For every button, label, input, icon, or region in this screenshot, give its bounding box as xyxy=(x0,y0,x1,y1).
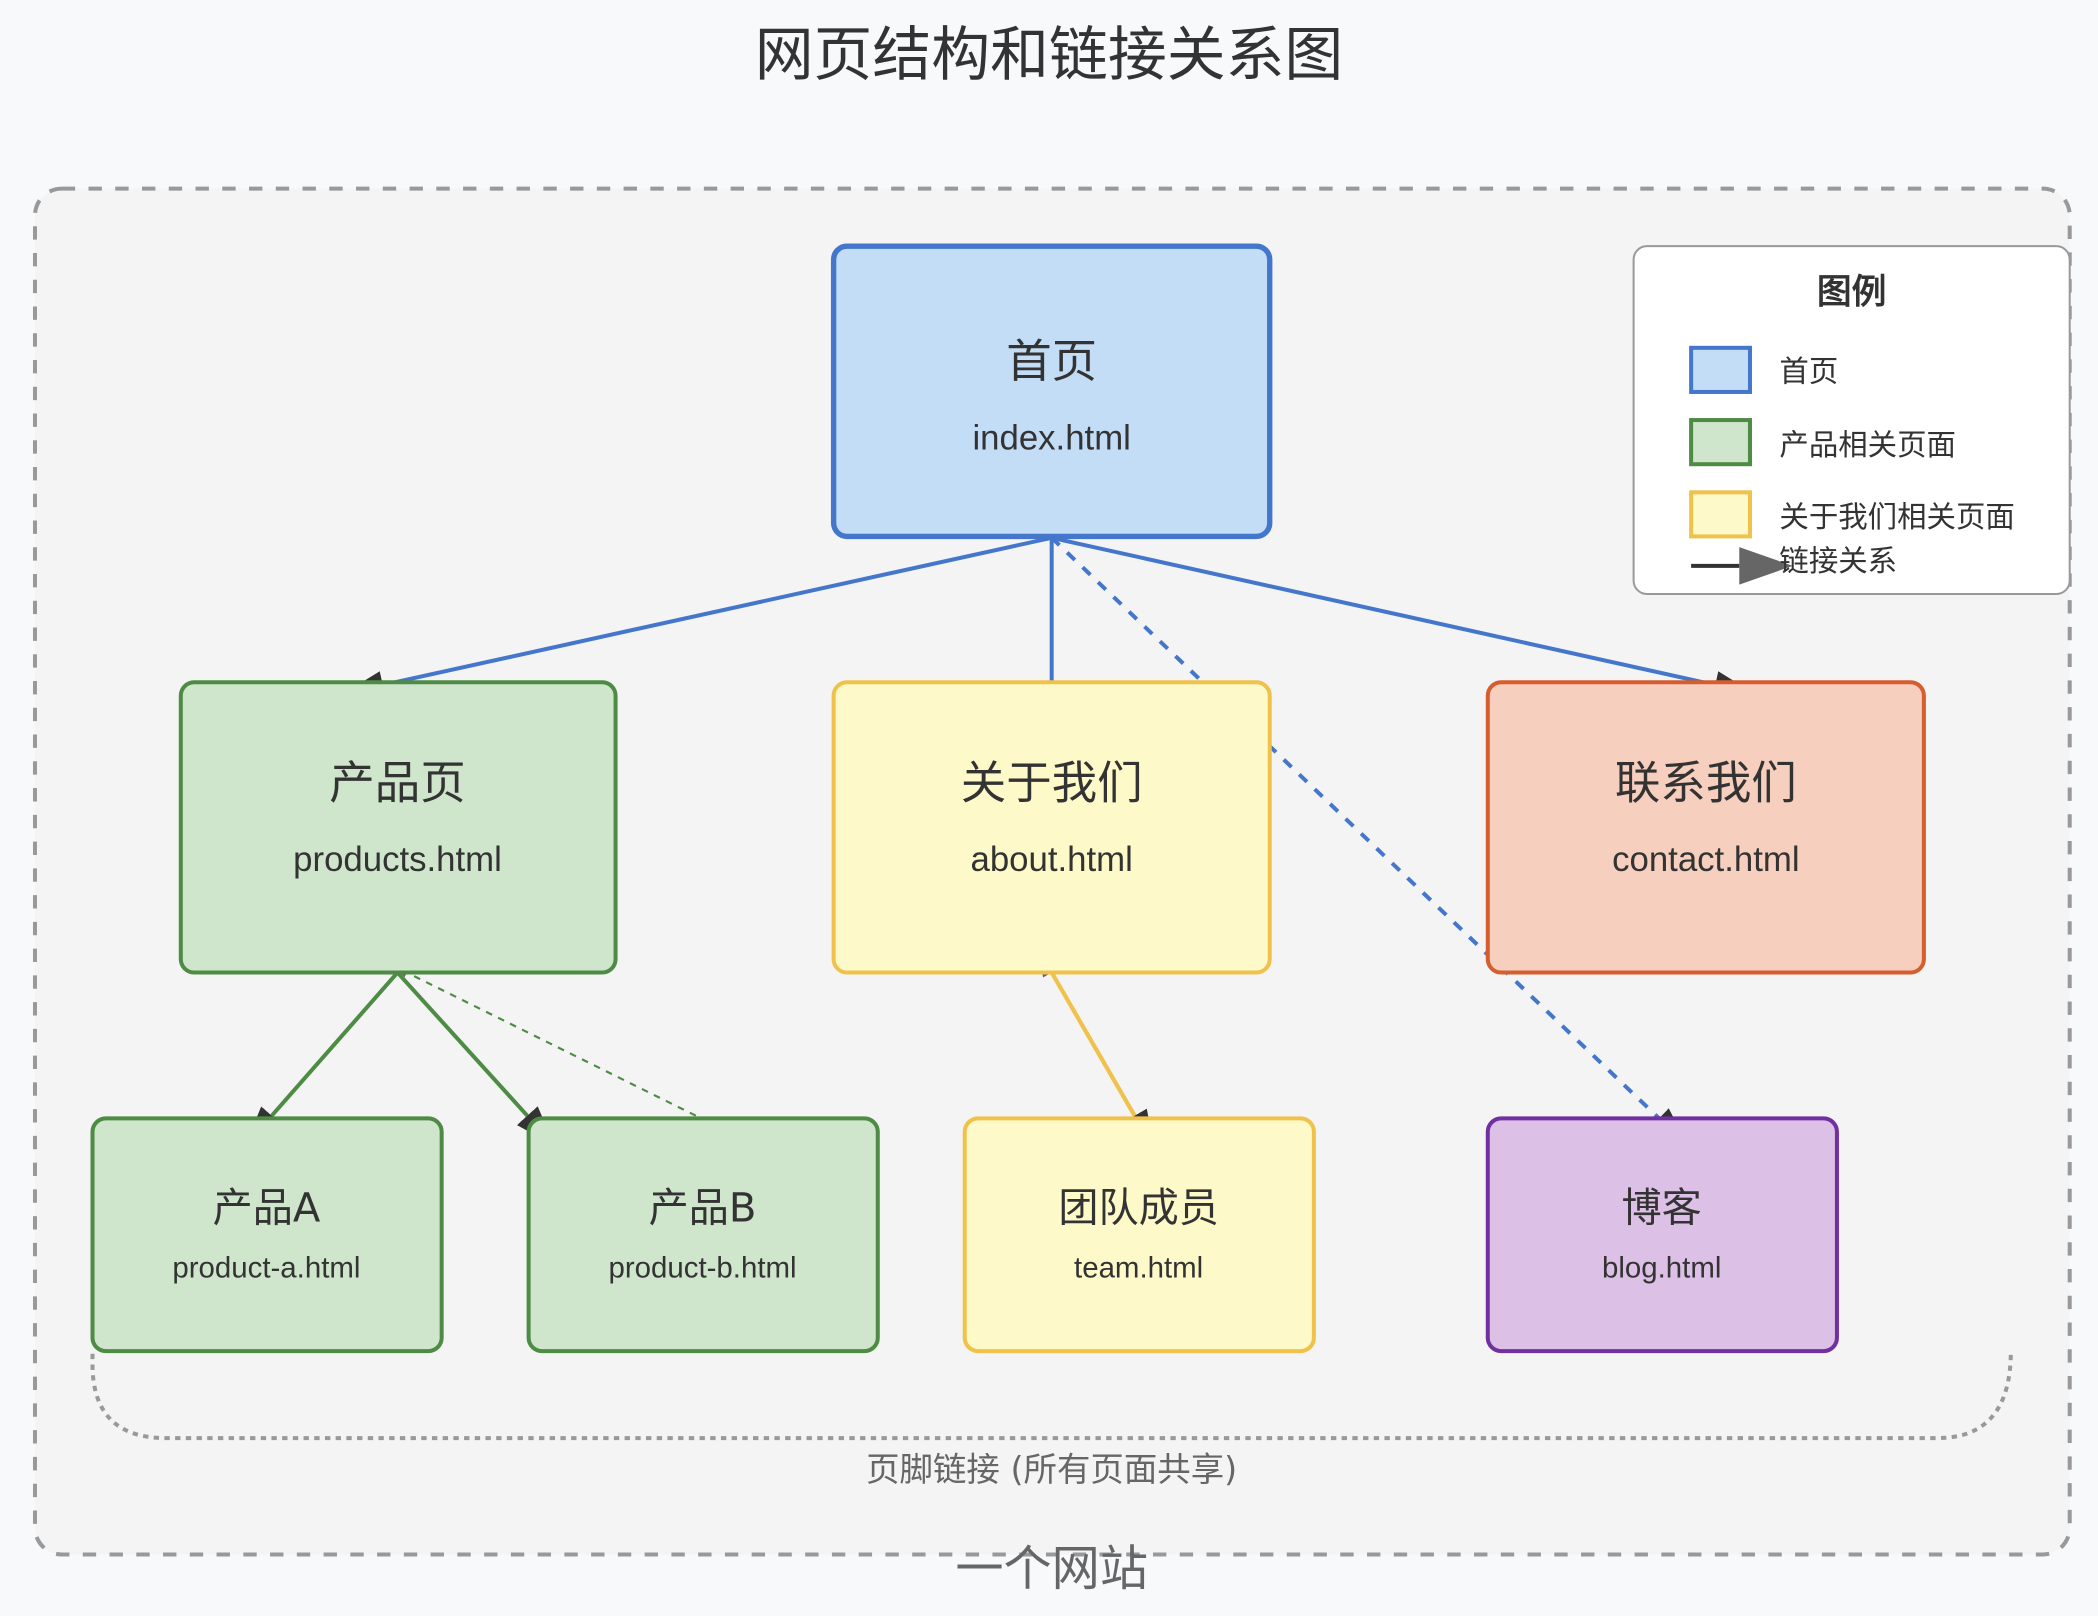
node-about-name: 关于我们 xyxy=(961,757,1143,810)
legend-arrow-icon xyxy=(1739,547,1793,585)
link-products-product-a xyxy=(245,971,400,1146)
link-home-products xyxy=(343,535,1053,699)
node-team-file: team.html xyxy=(1074,1252,1203,1285)
node-contact-file: contact.html xyxy=(1612,841,1799,879)
website-container-label: 一个网站 xyxy=(955,1541,1148,1597)
node-product-a-file: product-a.html xyxy=(172,1252,360,1285)
node-contact-name: 联系我们 xyxy=(1615,757,1797,810)
node-about-box[interactable] xyxy=(831,680,1272,975)
node-blog-name: 博客 xyxy=(1622,1185,1702,1231)
node-product-b-file: product-b.html xyxy=(608,1252,796,1285)
node-home[interactable]: 首页 index.html xyxy=(830,243,1273,540)
node-product-a-box[interactable] xyxy=(90,1116,444,1354)
legend: 图例 首页 产品相关页面 关于我们相关页面 链接关系 xyxy=(1632,245,2071,595)
node-blog-file: blog.html xyxy=(1602,1252,1721,1285)
node-blog-box[interactable] xyxy=(1485,1116,1839,1354)
footer-links-region xyxy=(90,1351,2013,1441)
node-products-name: 产品页 xyxy=(329,757,465,810)
links xyxy=(245,535,1755,1151)
node-products[interactable]: 产品页 products.html xyxy=(178,680,618,975)
footer-links-label: 页脚链接 (所有页面共享) xyxy=(866,1450,1237,1489)
link-products-product-b xyxy=(396,971,555,1146)
legend-label-about: 关于我们相关页面 xyxy=(1779,500,2014,534)
link-team-about xyxy=(1039,951,1137,1117)
node-contact[interactable]: 联系我们 contact.html xyxy=(1485,680,1926,975)
diagram-title: 网页结构和链接关系图 xyxy=(755,20,1344,89)
node-product-b-name: 产品B xyxy=(649,1185,757,1231)
node-home-box[interactable] xyxy=(830,243,1273,540)
legend-swatch-about xyxy=(1689,490,1752,539)
node-about[interactable]: 关于我们 about.html xyxy=(831,680,1272,975)
legend-label-link: 链接关系 xyxy=(1779,544,1897,578)
legend-title: 图例 xyxy=(1817,273,1887,313)
legend-swatch-home xyxy=(1689,345,1752,394)
link-home-contact xyxy=(1051,535,1755,699)
legend-label-home: 首页 xyxy=(1779,354,1838,388)
node-products-box[interactable] xyxy=(178,680,618,975)
node-team[interactable]: 团队成员 team.html xyxy=(962,1116,1316,1354)
node-product-a[interactable]: 产品A product-a.html xyxy=(90,1116,444,1354)
node-team-name: 团队成员 xyxy=(1058,1185,1219,1231)
node-blog[interactable]: 博客 blog.html xyxy=(1485,1116,1839,1354)
legend-swatch-product xyxy=(1689,418,1752,467)
node-home-name: 首页 xyxy=(1006,335,1097,388)
node-contact-box[interactable] xyxy=(1485,680,1926,975)
node-about-file: about.html xyxy=(971,841,1133,879)
node-product-b-box[interactable] xyxy=(526,1116,880,1354)
node-product-a-name: 产品A xyxy=(213,1185,321,1231)
node-team-box[interactable] xyxy=(962,1116,1316,1354)
node-product-b[interactable]: 产品B product-b.html xyxy=(526,1116,880,1354)
legend-label-product: 产品相关页面 xyxy=(1779,428,1956,462)
link-product-b-products xyxy=(395,966,697,1117)
node-home-file: index.html xyxy=(972,419,1130,457)
node-products-file: products.html xyxy=(293,841,502,879)
